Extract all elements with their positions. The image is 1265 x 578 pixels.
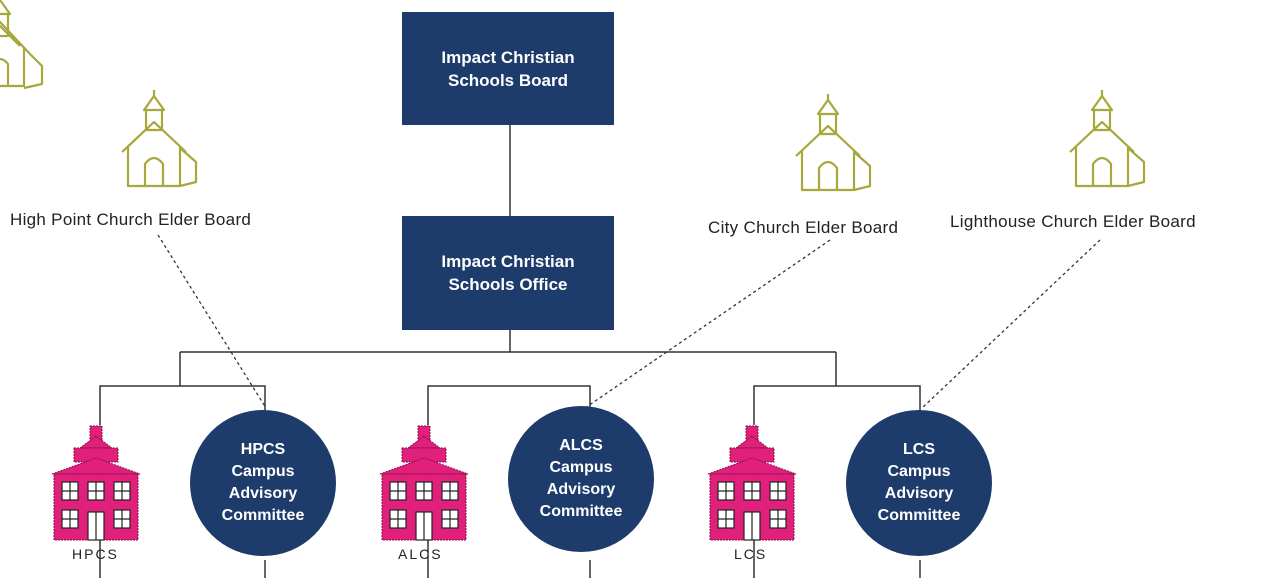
church-icon: [121, 90, 198, 188]
church-icon: [1069, 90, 1146, 188]
hpcs-bracket: [99, 385, 266, 425]
school-label-alcs: ALCS: [398, 546, 443, 562]
alcs-bracket: [427, 385, 591, 425]
committee-title: ALCS Campus Advisory Committee: [539, 437, 623, 520]
board-title: Impact Christian Schools Board: [441, 47, 575, 90]
committee-title: HPCS Campus Advisory Committee: [221, 441, 305, 524]
committee-node-alcs: ALCS Campus Advisory Committee: [508, 406, 654, 552]
schoolhouse-icon: [51, 425, 141, 541]
church-icon: [0, 0, 44, 90]
church-label-high-point: High Point Church Elder Board: [10, 210, 252, 229]
committee-node-lcs: LCS Campus Advisory Committee: [846, 410, 992, 556]
alcs-church-link: [584, 239, 831, 409]
committee-node-hpcs: HPCS Campus Advisory Committee: [190, 410, 336, 556]
hpcs-church-link: [157, 234, 267, 409]
lcs-bracket: [753, 385, 921, 425]
committee-title: LCS Campus Advisory Committee: [877, 441, 961, 524]
board-node: Impact Christian Schools Board: [402, 12, 614, 125]
church-label-city: City Church Elder Board: [708, 218, 899, 237]
schoolhouse-icon: [707, 425, 797, 541]
school-label-hpcs: HPCS: [72, 546, 119, 562]
schoolhouse-icon: [379, 425, 469, 541]
office-node: Impact Christian Schools Office: [402, 216, 614, 330]
office-title: Impact Christian Schools Office: [441, 252, 575, 294]
school-label-lcs: LCS: [734, 546, 768, 562]
church-label-lighthouse: Lighthouse Church Elder Board: [950, 212, 1196, 231]
lcs-church-link: [921, 239, 1101, 409]
church-icon: [795, 94, 872, 192]
